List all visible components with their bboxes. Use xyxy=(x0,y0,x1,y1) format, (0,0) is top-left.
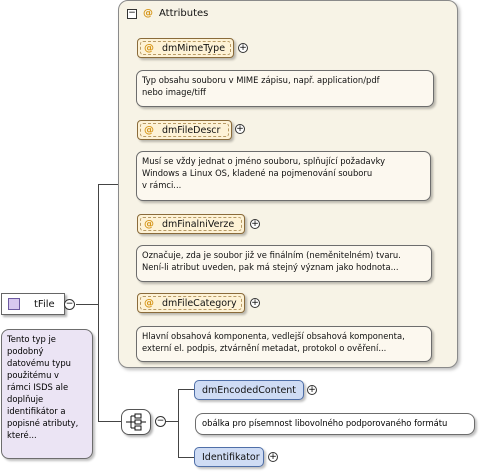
attribute-at-icon: @ xyxy=(144,218,154,230)
type-node-doc: Tento typ je podobný datovému typu použi… xyxy=(1,329,93,459)
type-node-name: tFile xyxy=(34,298,55,310)
connector-branch-vertical xyxy=(98,184,99,422)
connector-tfile-to-branch xyxy=(76,304,98,305)
attribute-name: dmMimeType xyxy=(162,42,226,54)
element-dmencodedcontent[interactable]: dmEncodedContent xyxy=(194,380,304,400)
collapse-tfile-icon[interactable]: − xyxy=(64,299,75,310)
complex-type-icon xyxy=(8,298,20,310)
attributes-group-title: Attributes xyxy=(159,8,209,19)
expand-identifikator-icon[interactable]: + xyxy=(268,451,278,462)
attribute-doc-dmmimetype: Typ obsahu souboru v MIME zápisu, např. … xyxy=(136,70,434,107)
attribute-dmmimetype[interactable]: @ dmMimeType xyxy=(137,38,234,58)
attribute-name: dmFileDescr xyxy=(162,124,221,136)
connector-to-dmencodedcontent xyxy=(178,389,194,390)
attribute-dmfinalniverze[interactable]: @ dmFinalniVerze xyxy=(137,214,245,234)
type-node-tfile[interactable]: tFile xyxy=(1,293,65,315)
connector-sequence-vertical xyxy=(178,389,179,457)
expand-dmfilecategory-icon[interactable]: + xyxy=(250,297,260,308)
attribute-name: dmFileCategory xyxy=(162,297,237,309)
expand-dmfiledescr-icon[interactable]: + xyxy=(235,123,245,134)
attribute-doc-dmfilecategory: Hlavní obsahová komponenta, vedlejší obs… xyxy=(136,326,432,362)
element-doc-dmencodedcontent: obálka pro písemnost libovolného podporo… xyxy=(195,413,475,435)
attribute-dmfiledescr[interactable]: @ dmFileDescr xyxy=(137,120,232,140)
attribute-dmfilecategory[interactable]: @ dmFileCategory xyxy=(137,293,245,313)
attributes-group-header: − @ Attributes xyxy=(127,8,208,19)
connector-to-identifikator xyxy=(178,457,194,458)
attribute-at-icon: @ xyxy=(143,8,153,19)
element-identifikator[interactable]: Identifikator xyxy=(194,447,264,467)
attribute-at-icon: @ xyxy=(144,42,154,54)
sequence-compositor[interactable] xyxy=(121,409,151,435)
attribute-doc-dmfiledescr: Musí se vždy jednat o jméno souboru, spl… xyxy=(136,151,431,201)
expand-dmmimetype-icon[interactable]: + xyxy=(238,42,248,53)
collapse-sequence-icon[interactable]: − xyxy=(155,416,166,427)
sequence-icon xyxy=(126,413,146,431)
attribute-name: dmFinalniVerze xyxy=(162,218,235,230)
connector-branch-to-sequence xyxy=(98,421,121,422)
expand-dmencodedcontent-icon[interactable]: + xyxy=(307,384,317,395)
collapse-attributes-icon[interactable]: − xyxy=(127,8,137,19)
attribute-doc-dmfinalniverze: Označuje, zda je soubor již ve finálním … xyxy=(136,245,432,282)
connector-sequence-out xyxy=(166,421,178,422)
attribute-at-icon: @ xyxy=(144,124,154,136)
attribute-at-icon: @ xyxy=(144,297,154,309)
expand-dmfinalniverze-icon[interactable]: + xyxy=(250,218,260,229)
connector-branch-to-attributes xyxy=(98,184,118,185)
